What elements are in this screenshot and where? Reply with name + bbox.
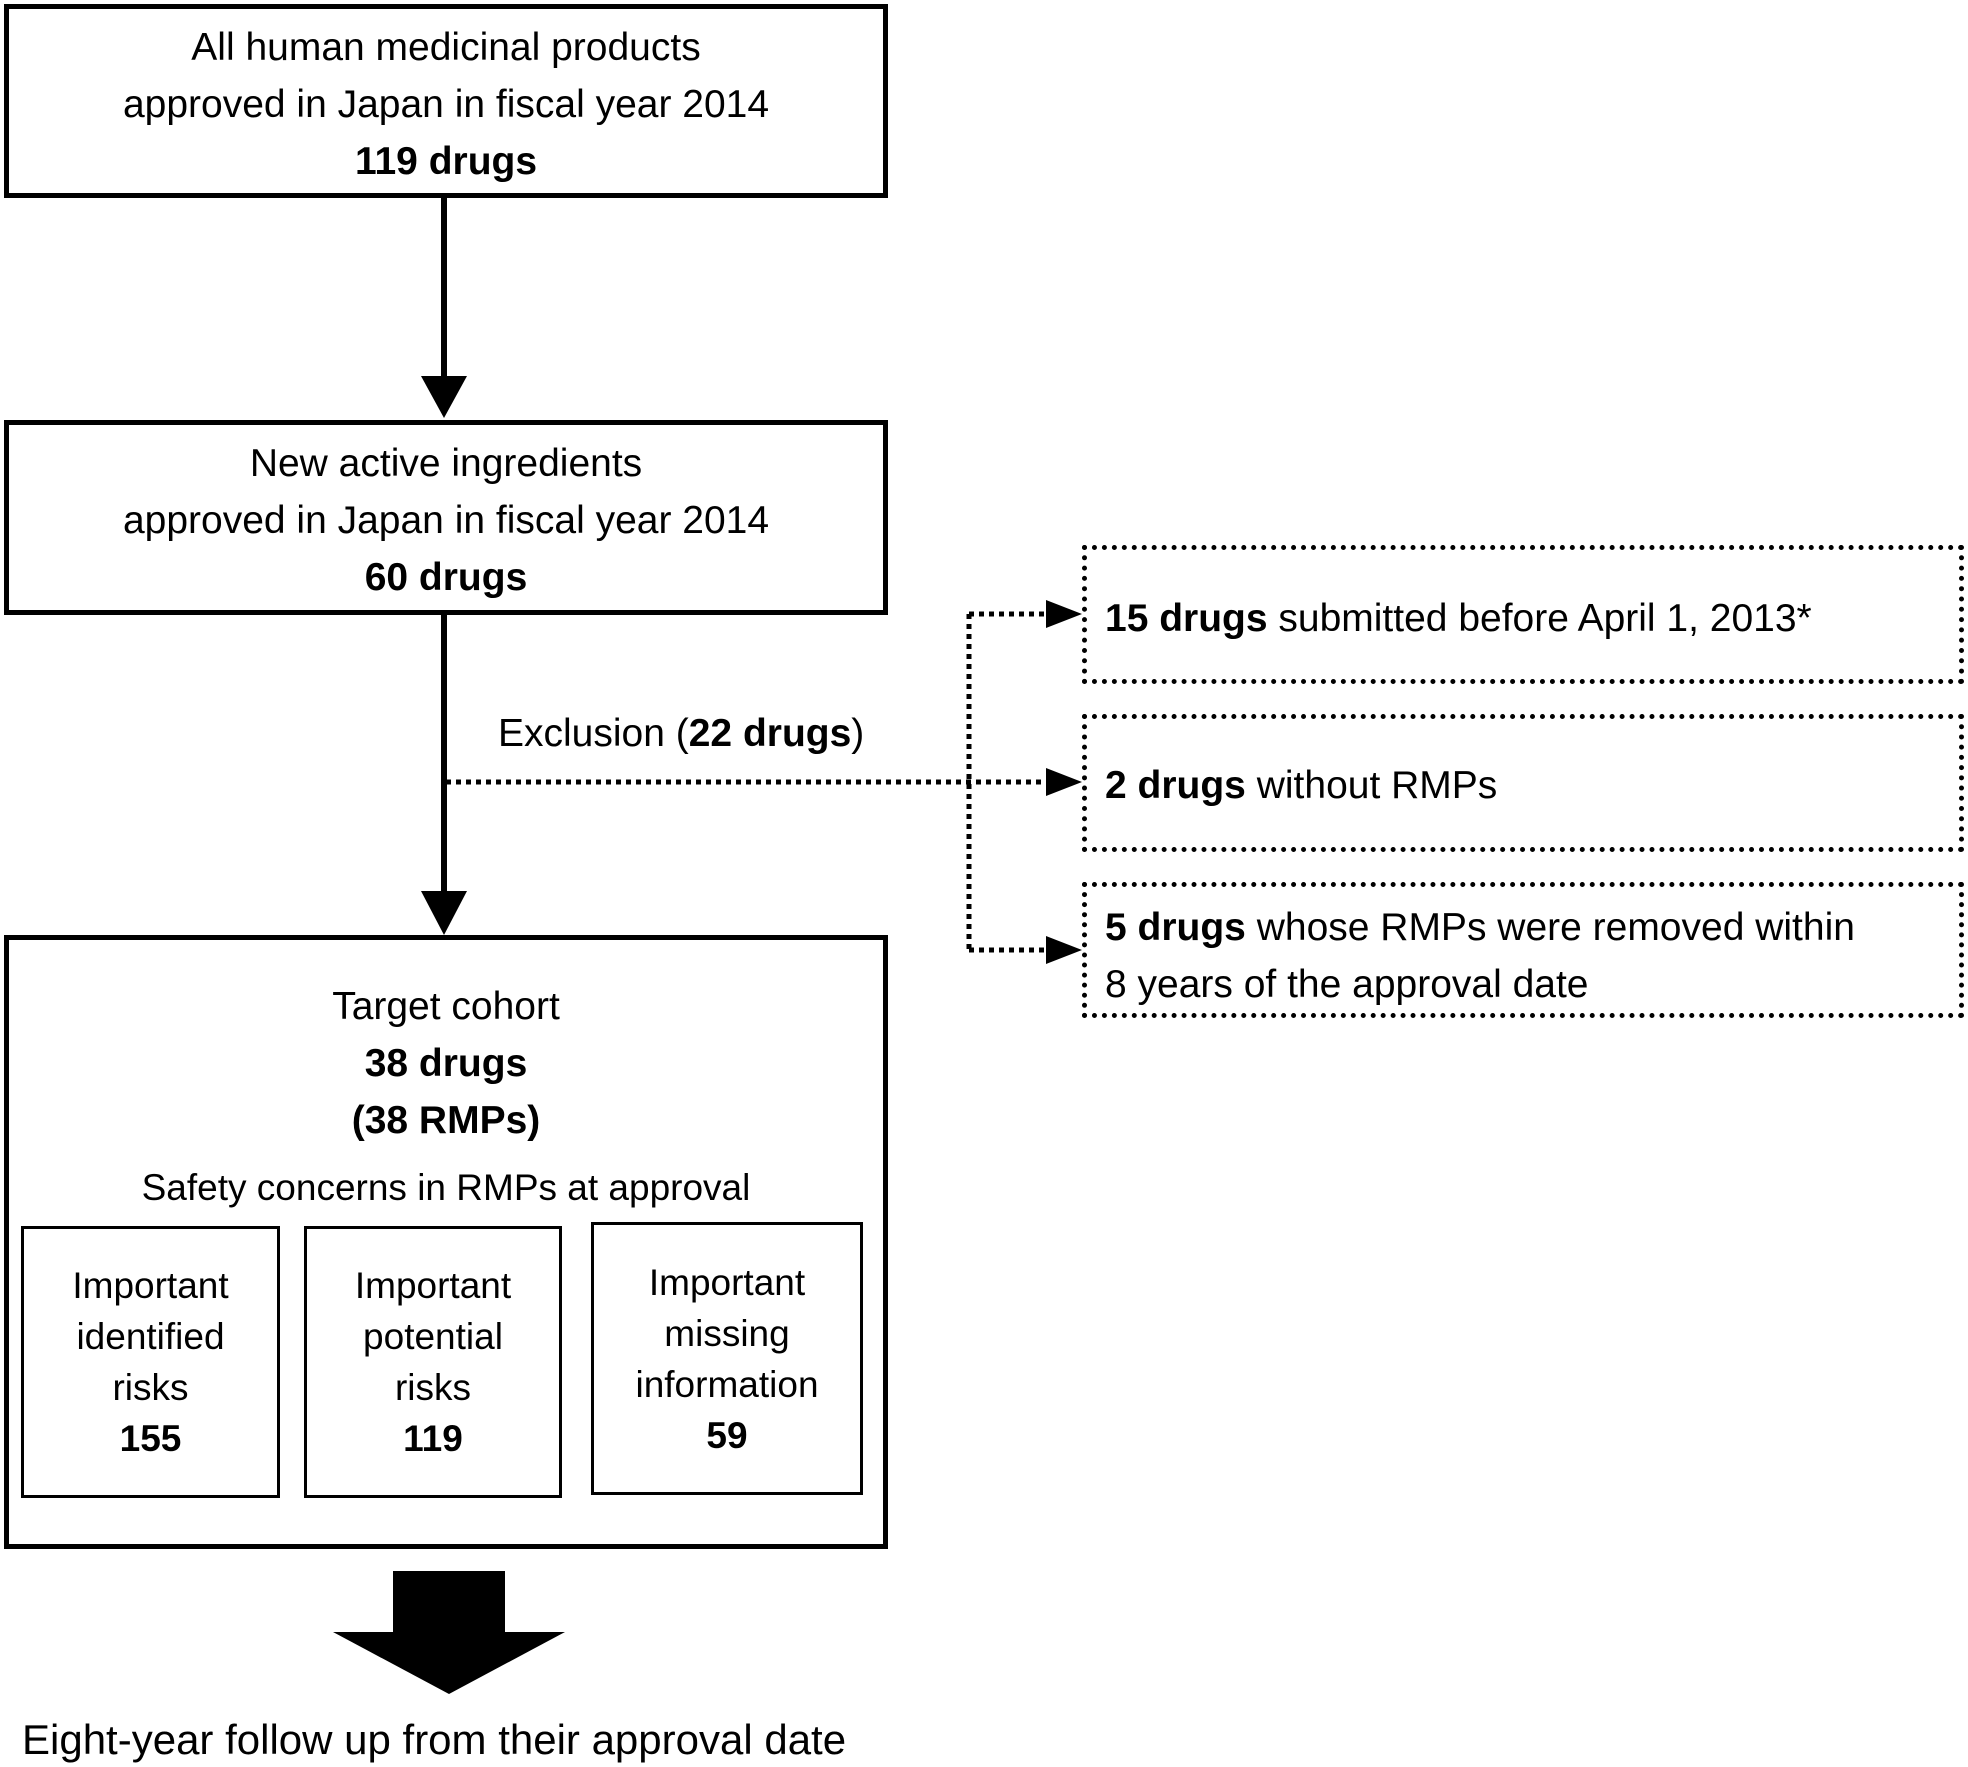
- exclusion-arrow-head-1: [1046, 600, 1082, 628]
- excluded-text: whose RMPs were removed within: [1245, 906, 1855, 949]
- exclusion-arrow-head-2: [1046, 768, 1082, 796]
- all-products-box: All human medicinal products approved in…: [4, 4, 888, 198]
- safety-value: 59: [706, 1414, 748, 1456]
- exclusion-text: Exclusion (: [498, 712, 689, 755]
- arrow-head-1: [421, 376, 467, 418]
- safety-value: 119: [403, 1418, 463, 1459]
- new-ingredients-line1: New active ingredients: [249, 442, 643, 485]
- safety-line: information: [635, 1363, 819, 1405]
- excluded-text-line2: 8 years of the approval date: [1105, 963, 1589, 1006]
- safety-line: potential: [363, 1316, 503, 1357]
- missing-information-box: Important missing information 59: [591, 1222, 863, 1495]
- followup-text: Eight-year follow up from their approval…: [22, 1716, 847, 1763]
- exclusion-count: 22 drugs: [688, 712, 852, 755]
- potential-risks-box: Important potential risks 119: [304, 1226, 562, 1498]
- excluded-count: 15 drugs: [1105, 597, 1268, 640]
- cohort-title: Target cohort: [332, 985, 560, 1028]
- excluded-box-submitted: 15 drugs submitted before April 1, 2013*: [1082, 545, 1964, 684]
- safety-line: missing: [664, 1312, 790, 1354]
- identified-risks-box: Important identified risks 155: [21, 1226, 280, 1498]
- safety-line: risks: [394, 1367, 472, 1408]
- excluded-count: 5 drugs: [1105, 906, 1246, 949]
- new-ingredients-line2: approved in Japan in fiscal year 2014: [122, 499, 770, 542]
- new-ingredients-box: New active ingredients approved in Japan…: [4, 420, 888, 615]
- all-products-line1: All human medicinal products: [191, 26, 701, 69]
- exclusion-label: Exclusion (22 drugs): [498, 712, 864, 756]
- target-cohort-box: Target cohort 38 drugs (38 RMPs) Safety …: [4, 935, 888, 1549]
- excluded-box-no-rmp: 2 drugs without RMPs: [1082, 714, 1964, 852]
- safety-line: risks: [112, 1367, 189, 1408]
- arrow-head-2: [421, 891, 467, 935]
- safety-line: Important: [354, 1265, 512, 1306]
- excluded-text: without RMPs: [1245, 764, 1498, 807]
- safety-line: Important: [72, 1265, 229, 1306]
- excluded-count: 2 drugs: [1105, 764, 1246, 807]
- cohort-rmps: (38 RMPs): [351, 1099, 541, 1142]
- excluded-box-removed: 5 drugs whose RMPs were removed within 8…: [1082, 882, 1964, 1018]
- new-ingredients-count: 60 drugs: [364, 556, 528, 599]
- big-arrow-shaft: [393, 1571, 505, 1634]
- safety-label: Safety concerns in RMPs at approval: [141, 1167, 751, 1208]
- cohort-count: 38 drugs: [364, 1042, 528, 1085]
- excluded-text: submitted before April 1, 2013*: [1267, 597, 1812, 640]
- all-products-count: 119 drugs: [354, 140, 538, 183]
- big-arrow-head: [333, 1632, 565, 1694]
- all-products-line2: approved in Japan in fiscal year 2014: [122, 83, 770, 126]
- exclusion-arrow-head-3: [1046, 936, 1082, 964]
- safety-line: Important: [648, 1261, 806, 1303]
- safety-value: 155: [119, 1418, 182, 1459]
- exclusion-dotted-lines: [446, 611, 1050, 953]
- safety-line: identified: [76, 1316, 225, 1357]
- exclusion-close: ): [851, 712, 865, 755]
